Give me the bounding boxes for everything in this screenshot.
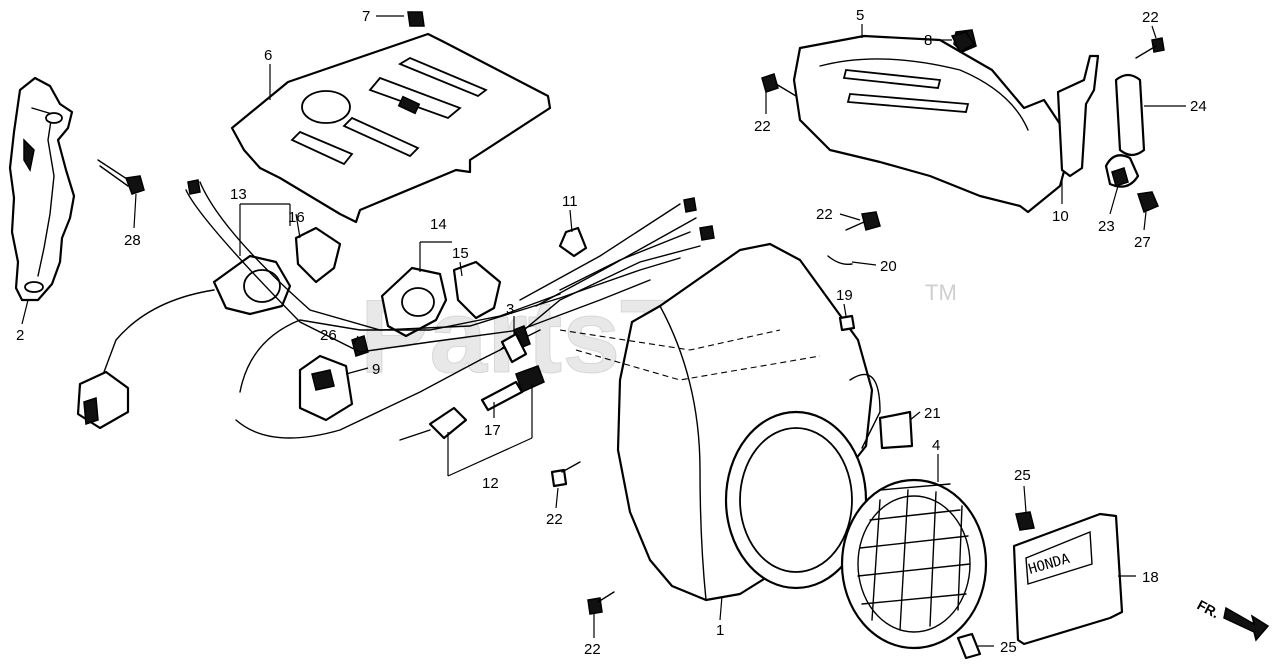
spark-plug-cap-12[interactable] xyxy=(399,406,468,441)
fan-cover-part[interactable] xyxy=(559,242,881,602)
bolt-22-lower-left[interactable] xyxy=(550,461,581,488)
clip-11[interactable] xyxy=(558,226,588,258)
bracket-10[interactable] xyxy=(1056,54,1100,178)
clamp-23[interactable] xyxy=(1104,154,1140,188)
label-plate-part[interactable]: HONDA xyxy=(1012,512,1124,646)
callout-24: 24 xyxy=(1190,98,1207,115)
callout-26: 26 xyxy=(320,327,337,344)
callout-14: 14 xyxy=(430,216,447,233)
callout-15: 15 xyxy=(452,245,469,262)
watermark-trademark: TM xyxy=(925,280,957,305)
callout-25-upper: 25 xyxy=(1014,467,1031,484)
callout-8: 8 xyxy=(924,32,932,49)
plug-17[interactable] xyxy=(480,365,545,412)
callout-19: 19 xyxy=(836,287,853,304)
callout-17: 17 xyxy=(484,422,501,439)
terminal-15[interactable] xyxy=(452,260,502,320)
screw-25-upper[interactable] xyxy=(1015,511,1035,531)
seal-21[interactable] xyxy=(878,410,914,450)
callout-28: 28 xyxy=(124,232,141,249)
arrow-right-icon xyxy=(1223,606,1270,642)
clip-8[interactable] xyxy=(950,31,976,54)
callout-12: 12 xyxy=(482,475,499,492)
callout-7: 7 xyxy=(362,8,370,25)
screen-grid-part[interactable] xyxy=(840,478,988,650)
callout-16: 16 xyxy=(288,209,305,226)
callout-22-top-right: 22 xyxy=(1142,9,1159,26)
callout-22-cover: 22 xyxy=(754,118,771,135)
callout-10: 10 xyxy=(1052,208,1069,225)
callout-22-lower-left: 22 xyxy=(546,511,563,528)
ignition-coil-13[interactable] xyxy=(76,254,292,430)
plug-7[interactable] xyxy=(407,11,425,27)
callout-13: 13 xyxy=(230,186,247,203)
callout-22-bottom: 22 xyxy=(584,641,601,658)
bolt-28[interactable] xyxy=(97,159,145,195)
bolt-22-middle[interactable] xyxy=(845,211,881,231)
direction-label: FR. xyxy=(1195,597,1222,622)
terminal-16[interactable] xyxy=(294,226,342,284)
callout-20: 20 xyxy=(880,258,897,275)
callout-5: 5 xyxy=(856,7,864,24)
bolt-22-bottom[interactable] xyxy=(587,591,615,615)
callout-4: 4 xyxy=(932,437,940,454)
coil-14[interactable] xyxy=(380,266,448,338)
front-direction-indicator: FR. xyxy=(1195,597,1270,642)
hose-20[interactable] xyxy=(827,255,853,266)
callout-22-middle: 22 xyxy=(816,206,833,223)
switch-9[interactable] xyxy=(298,354,354,422)
callout-27: 27 xyxy=(1134,234,1151,251)
callout-1: 1 xyxy=(716,622,724,639)
rear-cover-part[interactable] xyxy=(792,29,1074,214)
side-bracket-part[interactable] xyxy=(8,76,76,302)
bolt-22-cover-left[interactable] xyxy=(761,73,797,97)
callout-21: 21 xyxy=(924,405,941,422)
bolt-22-upper-right[interactable] xyxy=(1135,37,1165,59)
tube-24[interactable] xyxy=(1114,73,1146,157)
leader-lines xyxy=(21,15,1186,647)
wiring-harness xyxy=(185,179,715,439)
band-3[interactable] xyxy=(500,332,528,364)
callout-18: 18 xyxy=(1142,569,1159,586)
callout-6: 6 xyxy=(264,47,272,64)
callout-11: 11 xyxy=(562,193,578,210)
callout-23: 23 xyxy=(1098,218,1115,235)
callout-9: 9 xyxy=(372,361,380,378)
callouts: 7 6 5 8 22 22 24 10 23 27 22 28 2 13 16 … xyxy=(16,7,1207,658)
top-plate-part[interactable] xyxy=(230,32,552,224)
nut-27[interactable] xyxy=(1137,191,1159,214)
callout-25-lower: 25 xyxy=(1000,639,1017,656)
clip-19[interactable] xyxy=(838,314,856,332)
callout-3: 3 xyxy=(506,301,514,318)
callout-2: 2 xyxy=(16,327,24,344)
screw-25-lower[interactable] xyxy=(956,632,982,660)
